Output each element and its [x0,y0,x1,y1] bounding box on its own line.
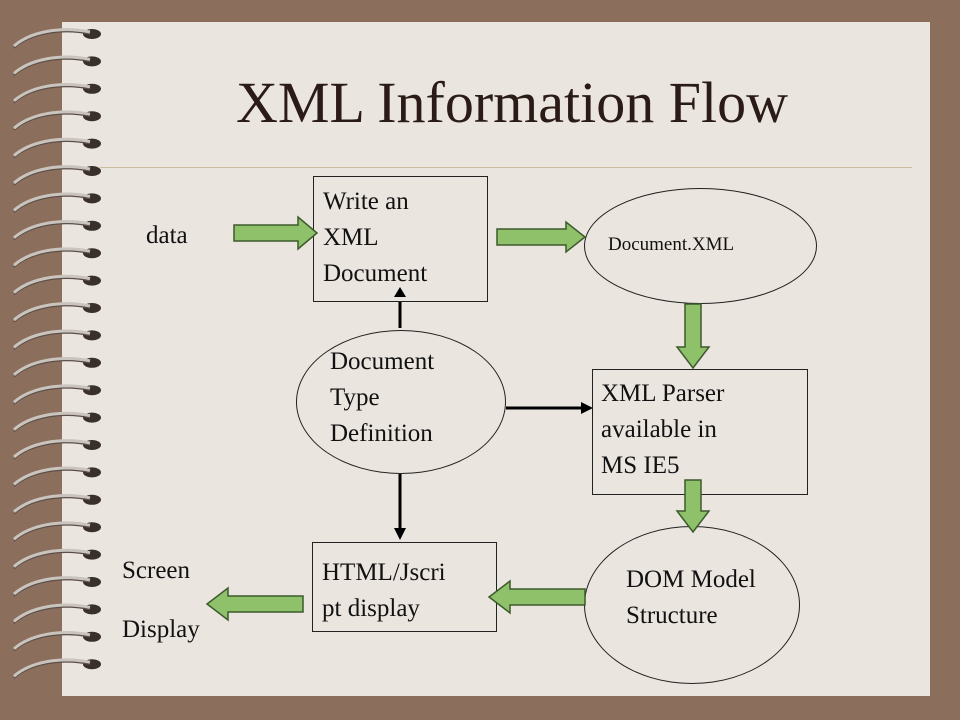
data-label: data [146,222,188,249]
arrow-write-to-document [496,220,587,254]
arrow-display-to-screen [205,586,304,622]
binding-ring [13,28,101,49]
xml-parser-box [592,369,808,495]
binding-ring [13,411,101,433]
xml-parser-label: XML Parser available in MS IE5 [601,380,725,479]
binding-ring [13,302,101,323]
dom-model-ellipse [584,526,800,684]
arrow-data-to-write [233,215,319,251]
screen-label: Screen [122,557,191,584]
write-xml-label: Write an XML Document [323,188,428,287]
binding-ring [13,439,101,460]
binding-ring [13,548,101,570]
html-display-box [312,542,497,632]
dtd-ellipse [296,330,506,474]
binding-ring [13,329,101,350]
binding-ring [13,603,101,624]
binding-ring [13,521,101,542]
binding-ring [13,220,101,241]
write-xml-box [313,176,488,302]
binding-ring [13,247,101,268]
arrow-dom-to-display [487,579,586,615]
binding-ring [13,576,101,597]
arrow-dtd-to-display-head [394,528,406,540]
html-display-label: HTML/Jscri pt display [322,559,446,622]
binding-ring [13,192,101,213]
binding-ring [13,137,101,159]
display-label: Display [122,616,200,643]
arrow-dtd-to-parser-head [581,402,593,414]
arrow-parser-to-dom [675,479,711,534]
binding-ring [13,110,101,131]
binding-ring [13,466,101,487]
binding-ring [13,274,101,296]
title-divider [100,167,912,168]
arrow-document-to-parser [675,303,711,370]
dom-model-label: DOM Model Structure [626,566,756,629]
document-xml-label: Document.XML [608,234,735,255]
binding-ring [13,165,101,186]
slide-title: XML Information Flow [235,70,789,135]
binding-ring [13,83,101,104]
dtd-label: Document Type Definition [330,348,435,447]
binding-ring [13,494,101,515]
binding-ring [13,631,101,652]
document-xml-ellipse [584,188,817,304]
spiral-binding [13,28,101,679]
binding-ring [13,658,101,679]
binding-ring [13,55,101,76]
binding-ring [13,357,101,378]
arrow-dtd-to-write-head [394,287,406,297]
binding-ring [13,384,101,405]
